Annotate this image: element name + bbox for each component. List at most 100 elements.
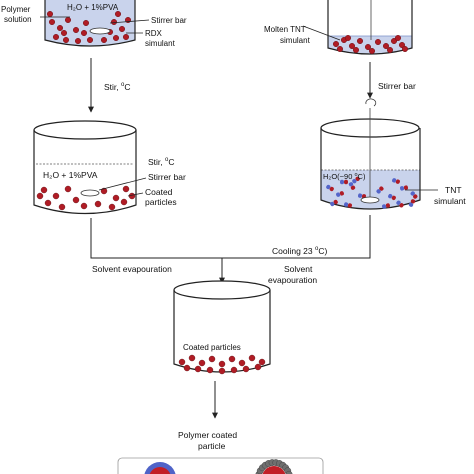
beaker-top-right-outline <box>327 0 413 55</box>
beaker-bottom: Coated particles <box>173 280 271 375</box>
beaker-middle-right-particles <box>326 176 418 209</box>
red-particle <box>391 38 398 45</box>
beaker-top-left: H₂O + 1%PVA Polymer solution Stirrer bar… <box>1 0 187 48</box>
red-particle <box>44 199 52 207</box>
coated-particle <box>194 365 202 373</box>
red-particle <box>64 185 72 193</box>
red-particle <box>53 34 60 41</box>
molten-tnt-label-2: simulant <box>280 36 311 45</box>
coated-particle-right-shell <box>255 459 293 474</box>
red-particle <box>57 25 64 32</box>
tnt-simulant-label-1: TNT <box>445 185 462 195</box>
red-particle <box>357 38 364 45</box>
red-particle <box>120 198 128 206</box>
coated-particle-frame-box <box>117 457 324 474</box>
coated-particle-left-core <box>149 467 171 474</box>
beaker-middle-left: H₂O + 1%PVA <box>33 120 137 215</box>
polymer-coated-label-1: Polymer coated <box>178 430 237 440</box>
red-particle <box>100 37 107 44</box>
coated-particles-pointer <box>127 192 144 197</box>
polymer-solution-label-2: solution <box>4 15 32 24</box>
tnt-coated-particle <box>388 193 396 201</box>
red-particle <box>40 186 48 194</box>
bottom-beaker-label: Coated particles <box>183 343 241 352</box>
h2o-temp-label: H₂O(~90 oC) <box>323 172 366 181</box>
beaker-top-left-outline <box>44 0 136 47</box>
coated-particle <box>218 360 226 368</box>
red-particle <box>82 20 89 27</box>
top-left-liquid-label: H₂O + 1%PVA <box>67 3 119 12</box>
red-particle <box>61 30 68 37</box>
coated-particle <box>242 365 250 373</box>
beaker-top-left-particles <box>47 10 131 45</box>
molten-tnt-pointer <box>302 25 341 41</box>
red-particle <box>108 203 116 211</box>
tnt-coated-particle <box>336 191 344 197</box>
rdx-simulant-label-1: RDX <box>145 29 163 38</box>
red-particle <box>122 185 130 193</box>
beaker-middle-left-particles <box>36 185 136 211</box>
red-particle <box>383 43 390 50</box>
red-particle <box>399 42 406 49</box>
tnt-coated-particle <box>396 200 404 208</box>
coated-particle <box>254 363 262 371</box>
red-particle <box>72 196 80 204</box>
coated-particle-right-core <box>262 466 286 474</box>
rdx-simulant-label-2: simulant <box>145 39 176 48</box>
rotation-icon <box>365 98 377 107</box>
beaker-bottom-body <box>173 290 271 373</box>
stirrer-bar-middle-left <box>80 189 100 197</box>
tnt-coated-particle <box>348 182 356 190</box>
red-particle <box>375 39 382 46</box>
red-particle <box>365 44 372 51</box>
red-particle <box>112 35 119 42</box>
red-particle <box>114 10 121 17</box>
red-particle <box>118 26 125 33</box>
tnt-coated-particle <box>352 176 360 184</box>
tnt-coated-particle <box>408 199 416 207</box>
stirrer-bar-3-pointer <box>98 177 147 191</box>
coated-particle <box>208 355 216 363</box>
beaker-bottom-particles <box>178 354 266 375</box>
red-particle <box>337 46 344 53</box>
stir-label-2: Stir, oC <box>148 157 175 167</box>
red-particle <box>333 41 340 48</box>
tnt-coated-particle <box>344 202 352 208</box>
red-particle <box>402 46 409 53</box>
red-particle <box>72 27 79 34</box>
stirrer-bar-middle-right <box>360 196 380 204</box>
red-particle <box>36 192 44 200</box>
red-particle <box>80 30 87 37</box>
tnt-coated-particle <box>340 179 348 185</box>
red-particle <box>52 192 60 200</box>
shell-bead <box>285 470 293 474</box>
stirrer-bar-1-label: Stirrer bar <box>151 16 187 25</box>
red-particle <box>110 19 117 26</box>
coated-particles-label-1: Coated <box>145 187 173 197</box>
red-particle <box>349 43 356 50</box>
coated-particles-label-2: particles <box>145 197 177 207</box>
coated-particle <box>238 359 246 367</box>
merge-line-right <box>222 215 371 259</box>
coated-particle <box>183 364 191 372</box>
beaker-top-right: Molten TNT simulant <box>264 0 413 55</box>
tnt-coated-particle <box>410 191 418 199</box>
tnt-coated-particle <box>330 199 338 207</box>
red-particle <box>387 47 394 54</box>
molten-tnt-label-1: Molten TNT <box>264 25 306 34</box>
solvent-evap-left-label: Solvent evapouration <box>92 264 172 274</box>
beaker-middle-left-body <box>33 130 137 215</box>
polymer-coated-label-2: particle <box>198 441 226 451</box>
red-particle <box>345 35 352 42</box>
beaker-bottom-rim <box>173 280 271 300</box>
cooling-label: Cooling 23 oC) <box>272 246 327 256</box>
merge-line-left <box>90 218 222 259</box>
beaker-top-left-liquid <box>45 0 135 46</box>
coated-particle <box>206 366 214 374</box>
stirrer-bar-2-label: Stirrer bar <box>378 81 416 91</box>
coated-particle <box>178 358 186 366</box>
red-particle <box>64 17 71 24</box>
red-particle <box>122 34 129 41</box>
tnt-coated-particle <box>399 185 409 191</box>
